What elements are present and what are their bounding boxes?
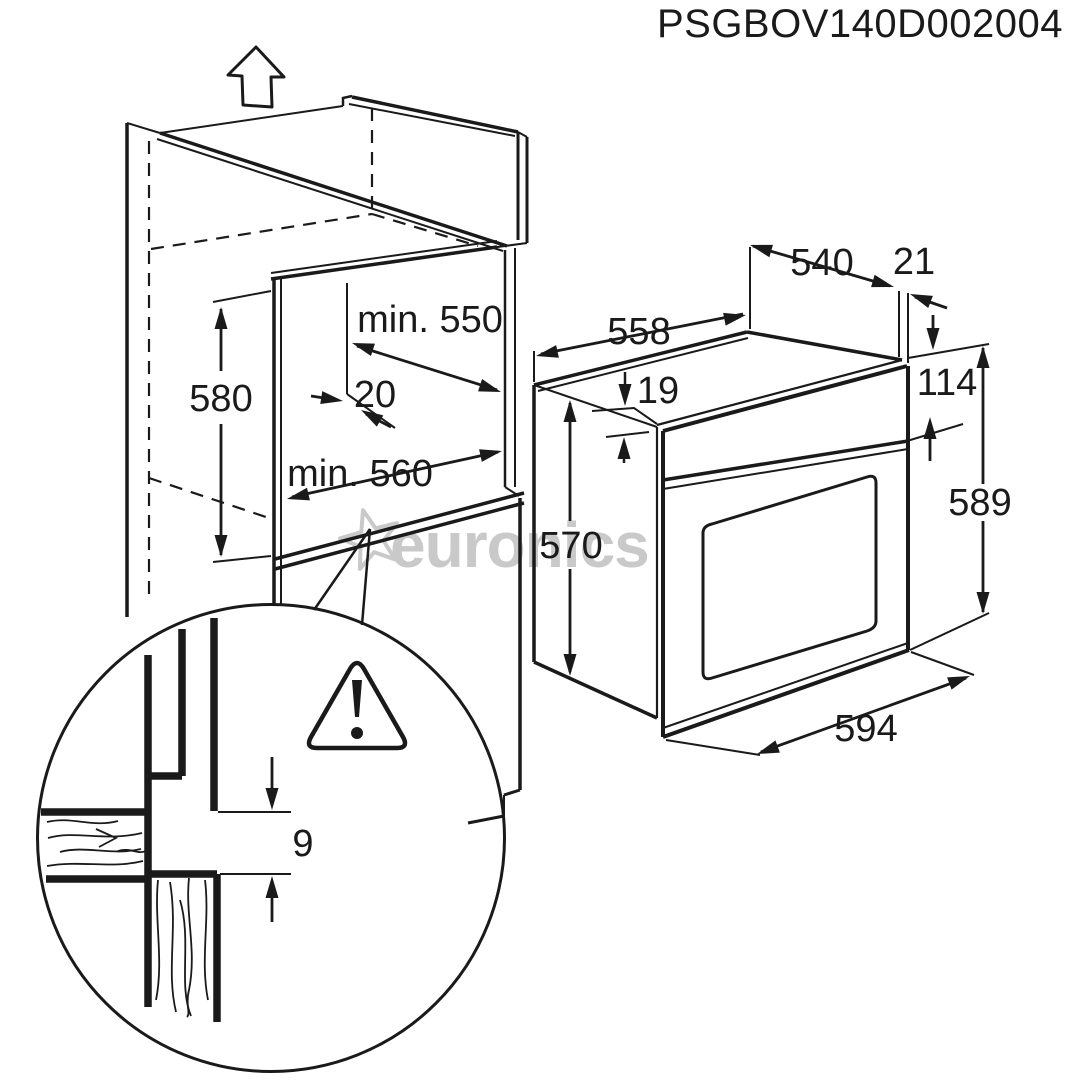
dim-body-width: 558	[607, 311, 670, 353]
cabinet-drawing	[125, 45, 529, 825]
dim-niche-depth-min: min. 550	[357, 299, 503, 341]
dim-bottom-gap: 9	[292, 823, 313, 865]
dim-niche-height: 580	[189, 378, 252, 420]
oven-drawing	[532, 330, 910, 739]
dimension-arrowheads	[214, 244, 990, 898]
warning-triangle-icon	[306, 660, 408, 751]
detail-circle: 9	[36, 528, 506, 1073]
dim-frame-side-overhang: 21	[893, 241, 935, 283]
dim-frame-top-inset: 19	[637, 370, 679, 412]
wood-grain-bottom	[155, 877, 209, 1018]
dim-front-height: 589	[948, 482, 1011, 524]
dim-body-height: 570	[539, 525, 602, 567]
dim-body-depth: 540	[790, 242, 853, 284]
up-arrow-icon	[226, 45, 286, 109]
dim-front-width: 594	[834, 708, 897, 750]
dim-niche-width-min: min. 560	[287, 453, 433, 495]
wood-grain-top	[46, 819, 147, 867]
oven-dimensions: 558 540 21 19 114 589 570 594	[533, 241, 1012, 756]
dim-control-panel-height: 114	[917, 362, 978, 404]
dim-shelf-rear-gap: 20	[354, 374, 396, 416]
product-code: PSGBOV140D002004	[657, 2, 1063, 46]
detail-circle-outline	[36, 603, 506, 1073]
oven-door-window	[701, 474, 878, 681]
